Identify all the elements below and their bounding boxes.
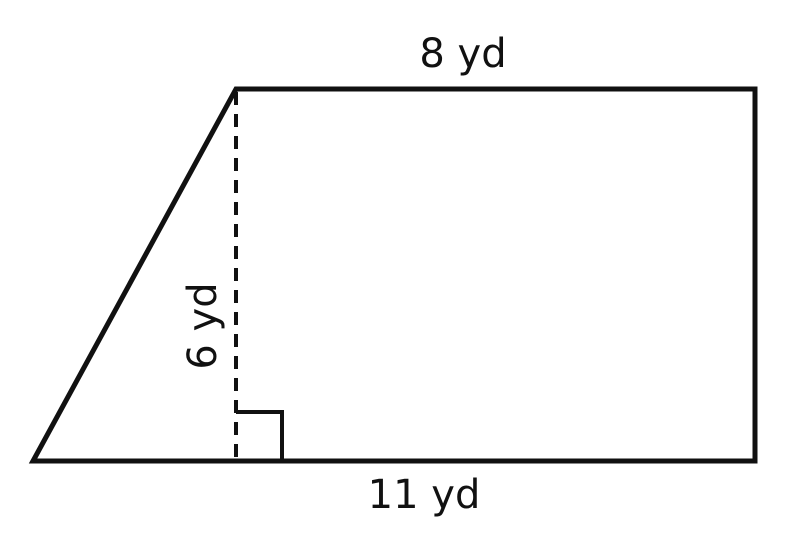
top-base-label: 8 yd (419, 31, 506, 77)
height-label: 6 yd (180, 282, 226, 369)
trapezoid-outline (28, 86, 758, 464)
right-angle-marker (236, 410, 284, 461)
bottom-base-label: 11 yd (368, 472, 481, 518)
